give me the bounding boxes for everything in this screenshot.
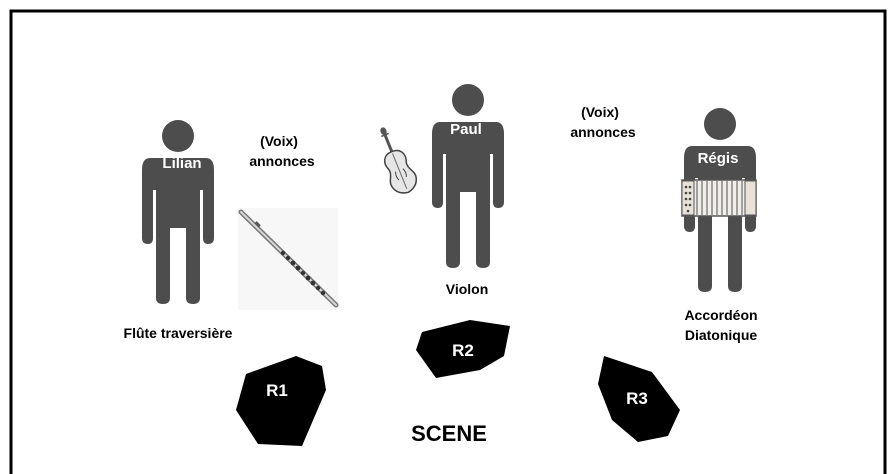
- stage-label: SCENE: [411, 421, 487, 446]
- stage-frame: [9, 9, 887, 474]
- monitor-r1: [236, 356, 326, 446]
- monitor-r2: [416, 320, 510, 378]
- violin-icon: [380, 127, 417, 194]
- accordion-icon: [681, 179, 757, 217]
- person-body: [432, 122, 504, 268]
- person-body: [142, 158, 214, 304]
- voice-note-right-line2: annonces: [570, 124, 636, 140]
- monitor-label-r3: R3: [626, 389, 648, 408]
- musician-paul: [432, 84, 504, 268]
- person-head: [452, 84, 484, 116]
- instrument-label-accordion-line2: Diatonique: [685, 327, 758, 343]
- monitor-label-r1: R1: [266, 381, 288, 400]
- instrument-label-accordion-line1: Accordéon: [684, 307, 757, 323]
- voice-note-right-line1: (Voix): [581, 104, 619, 120]
- person-body: [684, 146, 756, 292]
- musician-name-regis: Régis: [698, 150, 739, 167]
- person-head: [162, 120, 194, 152]
- instrument-label-violin: Violon: [446, 281, 489, 297]
- musician-name-lilian: Lilian: [162, 155, 201, 172]
- instrument-label-flute: Flûte traversière: [124, 325, 233, 341]
- musician-lilian: [142, 120, 214, 304]
- person-head: [704, 108, 736, 140]
- monitor-r3: [598, 356, 680, 442]
- flute-icon: [238, 208, 339, 310]
- monitor-label-r2: R2: [452, 341, 474, 360]
- musician-name-paul: Paul: [450, 121, 482, 138]
- voice-note-left-line1: (Voix): [260, 133, 298, 149]
- voice-note-left-line2: annonces: [249, 153, 315, 169]
